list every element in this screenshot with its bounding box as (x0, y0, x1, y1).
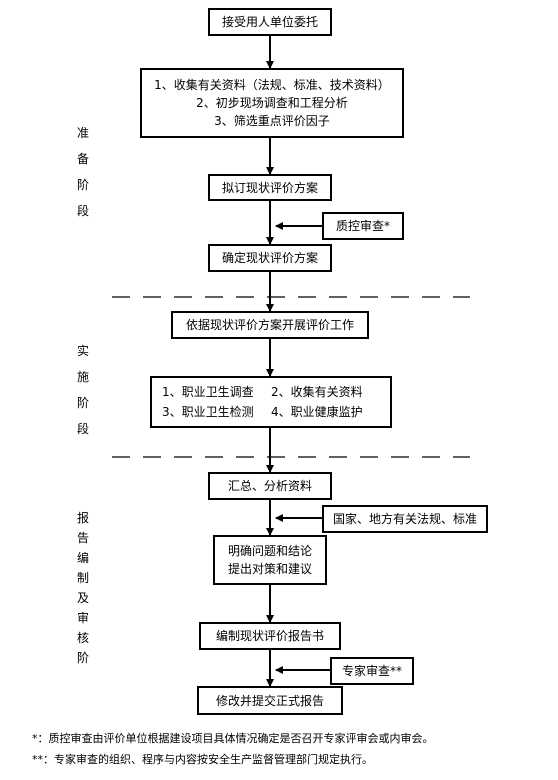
box-accept-commission: 接受用人单位委托 (208, 8, 332, 36)
footnote-expert: **：专家审查的组织、程序与内容按安全生产监督管理部门规定执行。 (32, 753, 373, 766)
stage-label-report: 报 告 编 制 及 审 核 阶 (76, 511, 89, 665)
box-draft-plan: 拟订现状评价方案 (208, 174, 332, 201)
box-confirm-plan: 确定现状评价方案 (208, 244, 332, 272)
footnote-qc: *：质控审查由评价单位根据建设项目具体情况确定是否召开专家评审会或内审会。 (32, 732, 434, 745)
box-collect-info: 1、收集有关资料（法规、标准、技术资料） 2、初步现场调查和工程分析 3、筛选重… (140, 68, 404, 138)
box-compile-report: 编制现状评价报告书 (199, 622, 341, 650)
box-conclusions-recommendations: 明确问题和结论 提出对策和建议 (213, 535, 327, 585)
box-implement-evaluation: 依据现状评价方案开展评价工作 (171, 311, 369, 339)
box-evaluation-tasks: 1、职业卫生调查 2、收集有关资料 3、职业卫生检测 4、职业健康监护 (150, 376, 392, 428)
box-summary-analysis: 汇总、分析资料 (208, 472, 332, 500)
box-qc-review: 质控审查* (322, 212, 404, 240)
stage-label-prep: 准 备 阶 段 (76, 126, 89, 218)
box-expert-review: 专家审查** (330, 657, 414, 685)
box-submit-final-report: 修改并提交正式报告 (197, 686, 343, 715)
box-regulations-standards: 国家、地方有关法规、标准 (322, 505, 488, 533)
stage-label-impl: 实 施 阶 段 (76, 344, 89, 436)
